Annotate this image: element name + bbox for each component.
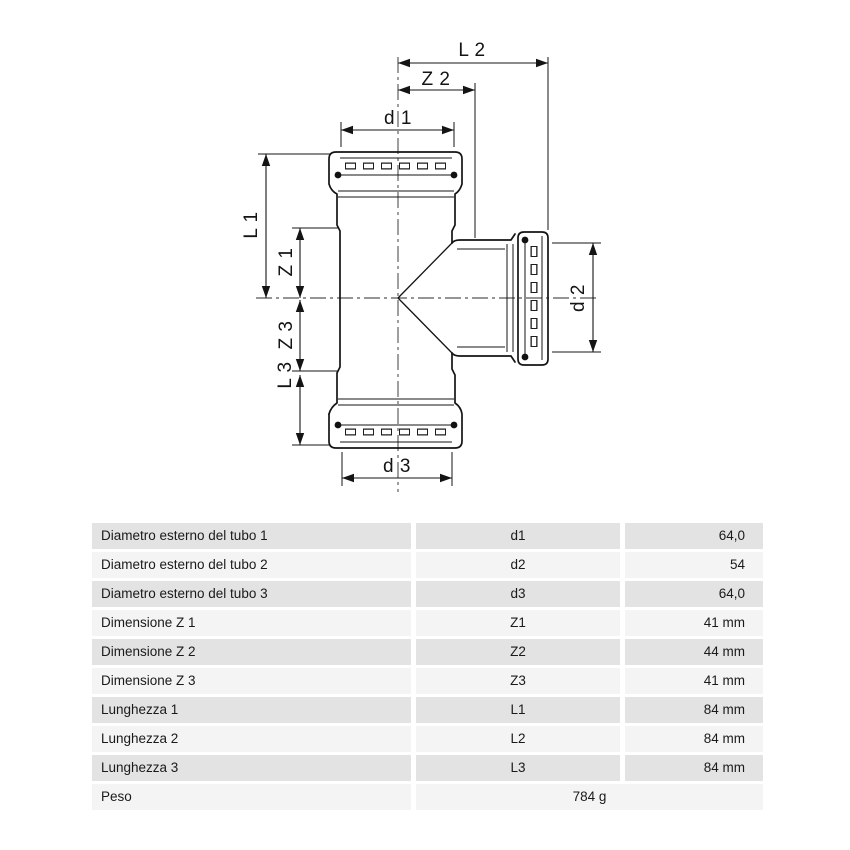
table-cell-label: Lunghezza 1 — [92, 697, 411, 723]
table-cell-value: 41 mm — [625, 610, 763, 636]
dimension-arrowheads — [261, 58, 598, 483]
table-cell-value: 41 mm — [625, 668, 763, 694]
table-cell-value: 84 mm — [625, 726, 763, 752]
table-cell-label: Dimensione Z 2 — [92, 639, 411, 665]
dim-label-l3: L 3 — [275, 361, 296, 388]
table-cell-weight-label: Peso — [92, 784, 411, 810]
dim-label-z1: Z 1 — [276, 248, 297, 277]
table-cell-symbol: L1 — [416, 697, 620, 723]
table-cell-value: 64,0 — [625, 581, 763, 607]
table-cell-value: 44 mm — [625, 639, 763, 665]
table-cell-value: 84 mm — [625, 697, 763, 723]
tee-fitting-drawing: L 2 Z 2 d 1 L 1 Z 1 Z 3 L 3 d 2 d 3 — [241, 40, 601, 492]
table-cell-value: 84 mm — [625, 755, 763, 781]
table-cell-label: Lunghezza 2 — [92, 726, 411, 752]
table-cell-symbol: d3 — [416, 581, 620, 607]
table-cell-label: Dimensione Z 1 — [92, 610, 411, 636]
table-cell-label: Diametro esterno del tubo 2 — [92, 552, 411, 578]
table-cell-label: Diametro esterno del tubo 3 — [92, 581, 411, 607]
dim-label-d1: d 1 — [384, 108, 412, 129]
dim-label-l2: L 2 — [458, 40, 485, 61]
centerlines — [256, 57, 600, 492]
table-cell-value: 54 — [625, 552, 763, 578]
table-cell-label: Lunghezza 3 — [92, 755, 411, 781]
table-cell-symbol: Z3 — [416, 668, 620, 694]
table-cell-label: Dimensione Z 3 — [92, 668, 411, 694]
dim-label-d2: d 2 — [568, 284, 589, 312]
table-cell-symbol: Z2 — [416, 639, 620, 665]
dim-label-z3: Z 3 — [276, 321, 297, 350]
table-cell-symbol: Z1 — [416, 610, 620, 636]
dim-label-l1: L 1 — [241, 211, 262, 238]
fitting-diagram: L 2 Z 2 d 1 L 1 Z 1 Z 3 L 3 d 2 d 3 — [241, 40, 601, 492]
oring-dots — [334, 171, 529, 429]
spec-table: Diametro esterno del tubo 1 d1 64,0 Diam… — [92, 523, 763, 810]
extension-lines — [258, 57, 601, 486]
seal-bands — [345, 162, 538, 436]
dim-label-z2: Z 2 — [422, 69, 451, 90]
fitting-outline — [328, 151, 549, 449]
table-cell-value: 64,0 — [625, 523, 763, 549]
table-cell-symbol: d2 — [416, 552, 620, 578]
table-cell-symbol: L2 — [416, 726, 620, 752]
table-cell-weight-value: 784 g — [416, 784, 763, 810]
dimension-lines — [265, 62, 594, 479]
dim-label-d3: d 3 — [383, 456, 411, 477]
table-cell-symbol: L3 — [416, 755, 620, 781]
table-cell-label: Diametro esterno del tubo 1 — [92, 523, 411, 549]
socket-detail-lines — [338, 157, 543, 443]
table-cell-symbol: d1 — [416, 523, 620, 549]
